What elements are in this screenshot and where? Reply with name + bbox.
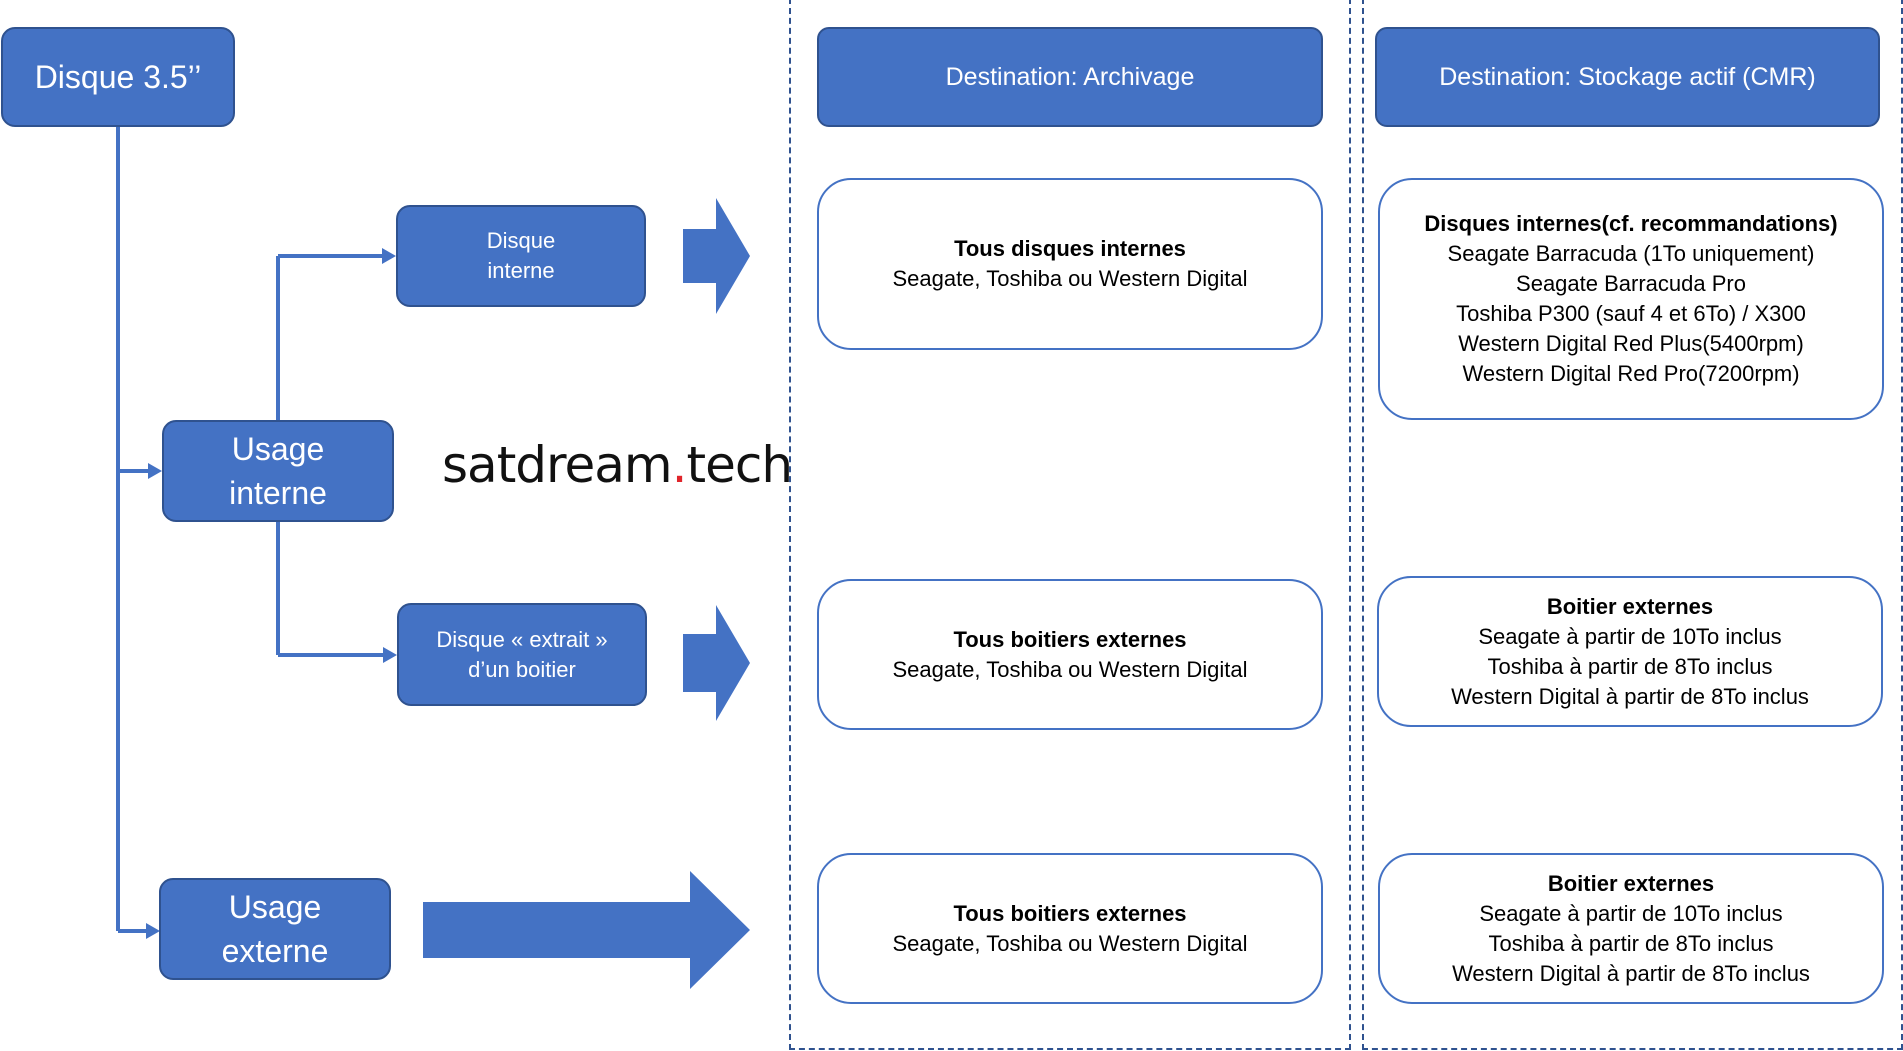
usage-interne-node: Usage interne (162, 420, 394, 522)
stockage-card-line: Toshiba P300 (sauf 4 et 6To) / X300 (1456, 301, 1806, 326)
archivage-card-title: Tous boitiers externes (953, 626, 1187, 652)
stockage-card-line: Western Digital à partir de 8To inclus (1452, 960, 1810, 986)
archivage-card-externe: Tous boitiers externes Seagate, Toshiba … (817, 853, 1323, 1004)
archivage-card-extrait: Tous boitiers externes Seagate, Toshiba … (817, 579, 1323, 730)
stockage-card-line: Western Digital Red Pro(7200rpm) (1462, 361, 1800, 386)
stockage-card-line: Seagate à partir de 10To inclus (1478, 623, 1782, 649)
disque-extrait-node: Disque « extrait » d’un boitier (397, 603, 647, 706)
root-node: Disque 3.5’’ (1, 27, 235, 127)
disque-extrait-line2: d’un boitier (468, 656, 576, 682)
usage-interne-line2: interne (229, 475, 327, 511)
big-arrow-disque-extrait (683, 605, 750, 721)
archivage-card-line: Seagate, Toshiba ou Western Digital (892, 656, 1248, 682)
stockage-card-extrait: Boitier externes Seagate à partir de 10T… (1377, 576, 1883, 727)
archivage-header: Destination: Archivage (817, 27, 1323, 127)
root-node-label: Disque 3.5’’ (34, 58, 202, 95)
arrowhead-disque-interne (382, 248, 396, 264)
stockage-header: Destination: Stockage actif (CMR) (1375, 27, 1880, 127)
stockage-card-line: Western Digital Red Plus(5400rpm) (1458, 331, 1804, 356)
disque-extrait-line1: Disque « extrait » (436, 626, 608, 652)
usage-externe-line1: Usage (228, 889, 322, 925)
archivage-card-line: Seagate, Toshiba ou Western Digital (892, 930, 1248, 956)
arrowhead-usage-externe (146, 923, 160, 939)
stockage-card-externe: Boitier externes Seagate à partir de 10T… (1378, 853, 1884, 1004)
stockage-card-title: Disques internes(cf. recommandations) (1424, 211, 1838, 236)
stockage-card-title: Boitier externes (1546, 593, 1714, 619)
stockage-panel (1362, 0, 1903, 1050)
usage-externe-node: Usage externe (159, 878, 391, 980)
big-arrow-disque-interne (683, 198, 750, 314)
usage-externe-line2: externe (221, 933, 329, 969)
stockage-card-line: Toshiba à partir de 8To inclus (1487, 653, 1773, 679)
arrowhead-disque-extrait (383, 647, 397, 663)
stockage-card-line: Seagate Barracuda Pro (1516, 271, 1746, 296)
usage-interne-line1: Usage (231, 431, 325, 467)
stockage-card-title: Boitier externes (1547, 870, 1715, 896)
archivage-card-line: Seagate, Toshiba ou Western Digital (892, 266, 1248, 291)
disque-interne-node: Disque interne (396, 205, 646, 307)
disque-interne-line1: Disque (486, 228, 556, 253)
stockage-card-line: Seagate à partir de 10To inclus (1479, 900, 1783, 926)
archivage-card-internes: Tous disques internes Seagate, Toshiba o… (817, 178, 1323, 350)
stockage-card-line: Seagate Barracuda (1To uniquement) (1447, 241, 1815, 266)
satdream-logo: satdream.tech (442, 436, 793, 494)
stockage-card-internes: Disques internes(cf. recommandations) Se… (1378, 178, 1884, 420)
arrowhead-usage-interne (148, 463, 162, 479)
archivage-card-title: Tous boitiers externes (953, 900, 1187, 926)
archivage-panel (789, 0, 1351, 1050)
archivage-card-title: Tous disques internes (954, 236, 1186, 261)
archivage-header-label: Destination: Archivage (945, 63, 1195, 91)
disque-interne-line2: interne (487, 258, 555, 283)
stockage-header-label: Destination: Stockage actif (CMR) (1439, 63, 1816, 91)
stockage-card-line: Western Digital à partir de 8To inclus (1451, 683, 1809, 709)
big-arrow-usage-externe (423, 871, 750, 989)
stockage-card-line: Toshiba à partir de 8To inclus (1488, 930, 1774, 956)
